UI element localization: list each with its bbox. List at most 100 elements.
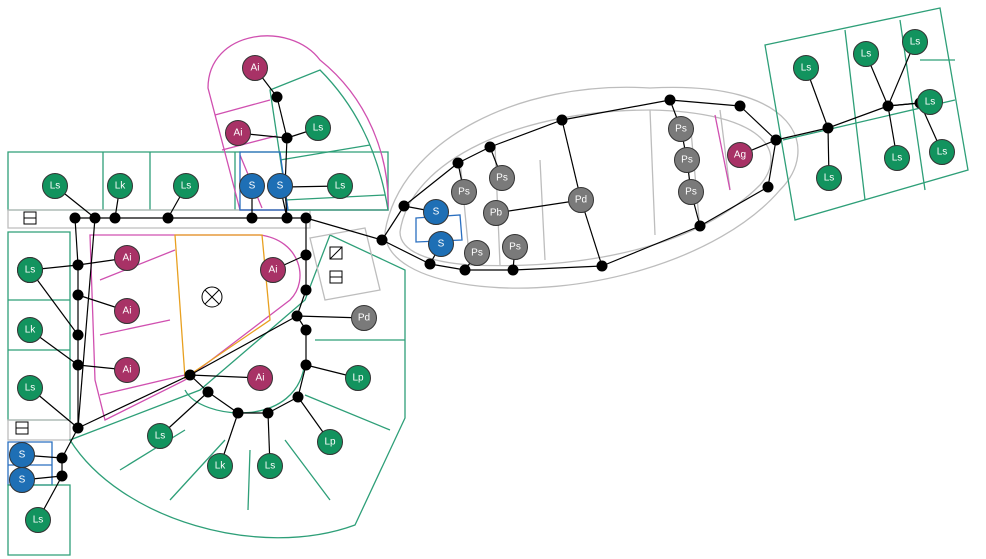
junction-points xyxy=(56,91,926,482)
room-node-label: Ai xyxy=(256,373,265,384)
room-outline xyxy=(99,249,186,396)
room-node-ls[interactable]: Ls xyxy=(42,173,68,199)
room-node-label: Ls xyxy=(910,37,921,48)
junction-point xyxy=(72,359,84,371)
room-outline xyxy=(384,86,799,289)
room-outline xyxy=(69,234,406,539)
room-node-label: Ps xyxy=(471,248,483,259)
room-node-s[interactable]: S xyxy=(239,173,265,199)
graph-edge xyxy=(381,205,405,241)
room-nodes: AiAiLsLsLsLkLsSSLsAiAiAiAiLsLkLsPdLpAiLp… xyxy=(9,29,955,533)
room-node-lp[interactable]: Lp xyxy=(317,429,343,455)
room-node-ai[interactable]: Ai xyxy=(247,365,273,391)
room-node-ls[interactable]: Ls xyxy=(929,139,955,165)
room-node-ls[interactable]: Ls xyxy=(917,89,943,115)
junction-point xyxy=(281,132,293,144)
room-node-label: Ls xyxy=(335,181,346,192)
room-node-ls[interactable]: Ls xyxy=(884,145,910,171)
junction-point xyxy=(734,100,746,112)
room-node-ps[interactable]: Ps xyxy=(502,234,528,260)
room-node-label: Ai xyxy=(123,365,132,376)
room-node-ls[interactable]: Ls xyxy=(305,115,331,141)
room-node-ag[interactable]: Ag xyxy=(727,142,753,168)
room-node-ai[interactable]: Ai xyxy=(114,357,140,383)
room-node-ls[interactable]: Ls xyxy=(25,507,51,533)
room-node-s[interactable]: S xyxy=(9,467,35,493)
room-node-ai[interactable]: Ai xyxy=(242,55,268,81)
graph-edge xyxy=(276,96,288,139)
room-node-ps[interactable]: Ps xyxy=(678,179,704,205)
junction-point xyxy=(109,212,121,224)
room-node-ps[interactable]: Ps xyxy=(674,147,700,173)
room-node-pd[interactable]: Pd xyxy=(351,305,377,331)
room-node-ls[interactable]: Ls xyxy=(17,375,43,401)
room-node-s[interactable]: S xyxy=(9,442,35,468)
room-node-ps[interactable]: Ps xyxy=(464,240,490,266)
room-node-ai[interactable]: Ai xyxy=(225,120,251,146)
room-node-label: Ls xyxy=(265,461,276,472)
junction-point xyxy=(89,212,101,224)
junction-point xyxy=(882,100,894,112)
room-node-ls[interactable]: Ls xyxy=(853,41,879,67)
room-node-label: Ls xyxy=(181,181,192,192)
junction-point xyxy=(232,407,244,419)
room-node-pb[interactable]: Pb xyxy=(483,200,509,226)
room-node-ls[interactable]: Ls xyxy=(793,55,819,81)
room-node-ls[interactable]: Ls xyxy=(327,173,353,199)
room-node-label: S xyxy=(19,450,26,461)
room-outlines xyxy=(7,7,969,556)
room-node-s[interactable]: S xyxy=(423,199,449,225)
room-outline xyxy=(207,35,389,211)
room-node-ai[interactable]: Ai xyxy=(260,257,286,283)
room-node-label: Lp xyxy=(352,373,364,384)
room-outline xyxy=(174,234,271,380)
junction-point xyxy=(162,212,174,224)
plan-symbols xyxy=(15,211,343,435)
room-node-label: Ls xyxy=(33,515,44,526)
room-node-label: Ai xyxy=(123,306,132,317)
room-node-label: S xyxy=(438,239,445,250)
room-node-ps[interactable]: Ps xyxy=(451,179,477,205)
room-node-pd[interactable]: Pd xyxy=(568,187,594,213)
room-node-label: Lk xyxy=(215,461,227,472)
room-node-ls[interactable]: Ls xyxy=(816,165,842,191)
junction-point xyxy=(281,212,293,224)
room-node-lp[interactable]: Lp xyxy=(345,365,371,391)
room-node-label: Ps xyxy=(685,187,697,198)
room-node-ai[interactable]: Ai xyxy=(114,298,140,324)
room-node-label: Lk xyxy=(115,181,127,192)
junction-point xyxy=(72,259,84,271)
room-node-label: Pb xyxy=(490,208,503,219)
room-node-ls[interactable]: Ls xyxy=(173,173,199,199)
room-node-label: Ls xyxy=(50,181,61,192)
graph-edge xyxy=(495,199,582,214)
room-node-ai[interactable]: Ai xyxy=(114,245,140,271)
room-node-ps[interactable]: Ps xyxy=(668,116,694,142)
room-node-lk[interactable]: Lk xyxy=(17,317,43,343)
room-node-ls[interactable]: Ls xyxy=(902,29,928,55)
room-node-lk[interactable]: Lk xyxy=(207,453,233,479)
door-symbol xyxy=(15,421,29,435)
junction-point xyxy=(300,359,312,371)
room-node-label: Pd xyxy=(575,195,587,206)
junction-point xyxy=(292,391,304,403)
room-outline xyxy=(89,234,301,421)
junction-point xyxy=(459,264,471,276)
room-node-ls[interactable]: Ls xyxy=(257,453,283,479)
room-node-label: S xyxy=(249,181,256,192)
room-node-lk[interactable]: Lk xyxy=(107,173,133,199)
graph-edge xyxy=(429,263,466,271)
room-node-ls[interactable]: Ls xyxy=(17,257,43,283)
junction-point xyxy=(556,114,568,126)
junction-point xyxy=(262,407,274,419)
room-node-label: Ps xyxy=(509,242,521,253)
room-node-s[interactable]: S xyxy=(267,173,293,199)
junction-point xyxy=(72,422,84,434)
room-node-s[interactable]: S xyxy=(428,231,454,257)
junction-point xyxy=(376,234,388,246)
room-node-ps[interactable]: Ps xyxy=(489,165,515,191)
room-outline xyxy=(782,19,956,201)
room-node-ls[interactable]: Ls xyxy=(147,423,173,449)
junction-point xyxy=(822,122,834,134)
graph-edge xyxy=(403,162,459,207)
